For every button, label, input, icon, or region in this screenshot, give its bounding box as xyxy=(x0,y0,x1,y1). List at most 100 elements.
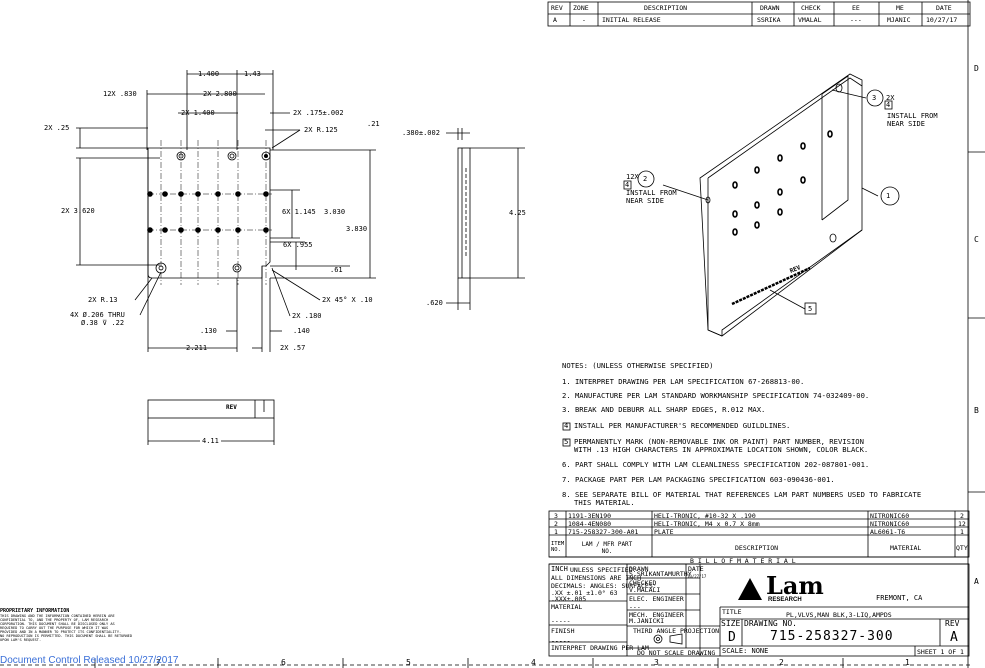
proprietary-line: CONFIDENTIAL TO, AND THE PROPERTY OF, LA… xyxy=(0,618,109,622)
proprietary-line: UPON LAM'S REQUEST. xyxy=(0,638,42,642)
notes-heading: NOTES: (UNLESS OTHERWISE SPECIFIED) xyxy=(562,361,714,370)
title-label: TITLE xyxy=(722,608,742,616)
callout-2: 2 xyxy=(643,175,648,183)
tolerance-line: .XX ±.01 ±1.0° 63 xyxy=(551,589,618,597)
callout-text: INSTALL FROM xyxy=(887,112,938,120)
dim-label: 4.25 xyxy=(509,209,526,217)
callout-text: NEAR SIDE xyxy=(887,120,925,128)
bom-cell: 2 xyxy=(960,512,964,520)
tolerance-heading: UNLESS SPECIFIED: xyxy=(570,566,637,574)
zone-letter: A xyxy=(974,577,979,586)
size-value: D xyxy=(728,630,736,645)
note-6: 6. PART SHALL COMPLY WITH LAM CLEANLINES… xyxy=(562,460,870,469)
bom-cell: 1 xyxy=(960,528,964,536)
rev-row-drawn: SSRIKA xyxy=(757,16,781,24)
bom-cell: AL6061-T6 xyxy=(870,528,906,536)
callout-qty: 2X xyxy=(886,94,895,102)
dim-label: .61 xyxy=(330,266,343,274)
units-label: INCH xyxy=(551,565,568,573)
projection-label: THIRD ANGLE PROJECTION xyxy=(633,627,720,635)
dim-label: 2X .175±.002 xyxy=(293,109,344,117)
bom-cell: NITRONIC60 xyxy=(870,520,910,528)
rev-label: REV xyxy=(945,619,960,628)
note-5-flag: 5 xyxy=(564,437,569,446)
callout-5: 5 xyxy=(808,305,813,313)
bom-title: B I L L O F M A T E R I A L xyxy=(690,557,796,565)
bom-cell: 1191-3EN190 xyxy=(568,512,612,520)
tolerance-line: ALL DIMENSIONS ARE INCH xyxy=(551,574,642,582)
rev-header-date: DATE xyxy=(936,4,952,12)
dim-label: 2.211 xyxy=(186,344,208,352)
finish-value: ----- xyxy=(551,637,571,645)
dim-label: 1.43 xyxy=(244,70,261,78)
proprietary-line: THIS DRAWING AND THE INFORMATION CONTAIN… xyxy=(0,614,115,618)
finish-label: FINISH xyxy=(551,627,575,635)
sheet-label: SHEET 1 OF 1 xyxy=(917,648,964,656)
dim-label: .140 xyxy=(293,327,310,335)
bom-cell: PLATE xyxy=(654,528,674,536)
interpret-label: INTERPRET DRAWING PER LAM xyxy=(551,644,649,652)
callout-qty: 12X xyxy=(626,173,639,181)
dim-label: 2X 2.800 xyxy=(203,90,237,98)
zone-number: 4 xyxy=(531,658,536,667)
tolerance-line: DECIMALS: ANGLES: SURFACES: xyxy=(551,582,657,590)
bom-header-description: DESCRIPTION xyxy=(735,544,779,552)
rev-header-drawn: DRAWN xyxy=(760,4,780,12)
note-5-cont: WITH .13 HIGH CHARACTERS IN APPROXIMATE … xyxy=(574,445,869,454)
rev-row-description: INITIAL RELEASE xyxy=(602,16,661,24)
zone-letter: B xyxy=(974,406,979,415)
size-label: SIZE xyxy=(721,619,741,628)
zone-letter: D xyxy=(974,64,979,73)
bom-cell: 2 xyxy=(554,520,558,528)
bom-cell: HELI-TRONIC, #10-32 X .190 xyxy=(654,512,756,520)
date-label: DATE xyxy=(688,565,704,573)
drawing-number-label: DRAWING NO. xyxy=(744,619,797,628)
zone-number: 3 xyxy=(654,658,659,667)
dim-label: 2X R.125 xyxy=(304,126,338,134)
bom-header-qty: QTY xyxy=(956,544,968,552)
dim-label: 2X 1.400 xyxy=(181,109,215,117)
mech-engineer-label: MECH. ENGINEER xyxy=(629,611,684,619)
title-value: PL,VLVS,MAN BLK,3-LIQ,AMPDS xyxy=(786,611,892,619)
document-control-footer: Document Control Released 10/27/2017 xyxy=(0,655,179,666)
note-7: 7. PACKAGE PART PER LAM PACKAGING SPECIF… xyxy=(562,475,835,484)
drawn-value: S.SRIKANTAMURTHY xyxy=(629,570,692,578)
proprietary-heading: PROPRIETARY INFORMATION xyxy=(0,608,70,614)
callout-text: INSTALL FROM xyxy=(626,189,677,197)
dim-label: .620 xyxy=(426,299,443,307)
rev-header-me: ME xyxy=(896,4,904,12)
company-logo: Lam xyxy=(766,571,824,600)
dim-label: Ø.38 ⊽ .22 xyxy=(81,319,125,327)
drawn-label: DRAWN xyxy=(629,565,649,573)
tolerance-line: .XXX±.005 xyxy=(551,595,587,603)
proprietary-line: PROVIDED AND IN A MANNER TO PROTECT ITS … xyxy=(0,630,122,634)
rev-row-date: 10/27/17 xyxy=(926,16,958,24)
checked-label: CHECKED xyxy=(629,579,657,587)
rev-row-check: VMALAL xyxy=(798,16,822,24)
company-location: FREMONT, CA xyxy=(876,594,923,602)
dim-label: 2X .25 xyxy=(44,124,70,132)
scale-label: SCALE: NONE xyxy=(722,647,769,655)
dim-label: 2X .57 xyxy=(280,344,306,352)
rev-header-ee: EE xyxy=(852,4,860,12)
dim-label: 4.11 xyxy=(200,437,221,445)
drawing-number: 715-258327-300 xyxy=(770,629,894,644)
bom-header-material: MATERIAL xyxy=(890,544,922,552)
bom-header-part: LAM / MFR PART NO. xyxy=(581,541,633,555)
etch-label: REV xyxy=(226,404,237,411)
bom-cell: 12 xyxy=(958,520,966,528)
rev-row-zone: - xyxy=(582,16,586,24)
dim-label: .380±.002 xyxy=(402,129,440,137)
no-scale-label: DO NOT SCALE DRAWING xyxy=(637,649,716,657)
dim-label: 3.830 xyxy=(346,225,368,233)
note-2: 2. MANUFACTURE PER LAM STANDARD WORKMANS… xyxy=(562,391,870,400)
dim-label: 6X 1.145 xyxy=(282,208,316,216)
note-3: 3. BREAK AND DEBURR ALL SHARP EDGES, R.0… xyxy=(562,405,766,414)
note-8: 8. SEE SEPARATE BILL OF MATERIAL THAT RE… xyxy=(562,490,922,499)
zone-number: 5 xyxy=(406,658,411,667)
zone-number: 1 xyxy=(905,658,910,667)
dim-label: 12X .830 xyxy=(103,90,137,98)
proprietary-line: REQUIRED TO CARRY OUT THE PURPOSE FOR WH… xyxy=(0,626,109,630)
note-4: INSTALL PER MANUFACTURER'S RECOMMENDED G… xyxy=(574,421,791,430)
note-5: PERMANENTLY MARK (NON-REMOVABLE INK OR P… xyxy=(574,437,864,446)
